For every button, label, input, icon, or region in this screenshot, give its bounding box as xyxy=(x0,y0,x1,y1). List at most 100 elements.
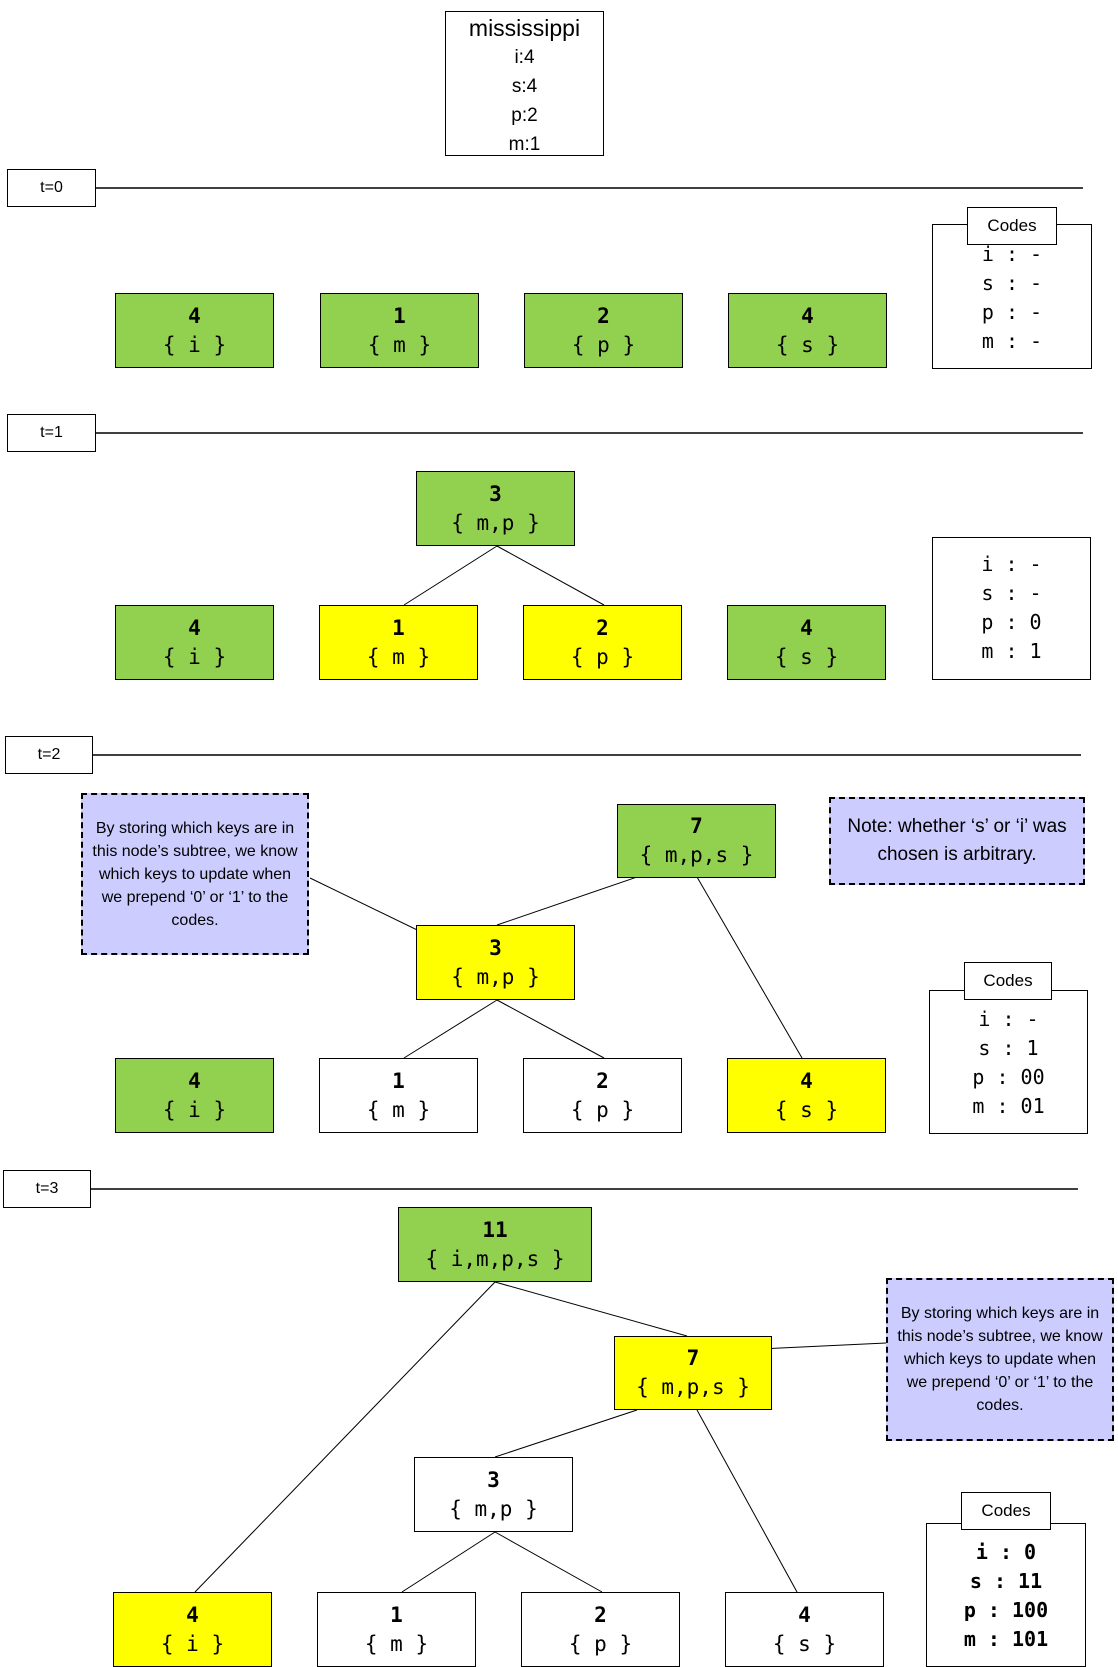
node-count: 3 xyxy=(487,1467,500,1492)
t0-codes-box: i : - s : - p : - m : - xyxy=(932,224,1092,369)
step-label-t3: t=3 xyxy=(3,1170,91,1208)
node-keys: { i } xyxy=(162,644,227,669)
t2-codes-label: Codes xyxy=(964,962,1052,1000)
t2-codes-box: i : - s : 1 p : 00 m : 01 xyxy=(929,990,1088,1134)
code-row-p: p : - xyxy=(981,300,1043,324)
t1-node-p: 2 { p } xyxy=(523,605,682,680)
step-label-t2: t=2 xyxy=(5,736,93,774)
t3-node-mps: 7 { m,p,s } xyxy=(614,1336,772,1410)
t3-node-m: 1 { m } xyxy=(317,1592,476,1667)
code-row-p: p : 100 xyxy=(963,1598,1049,1622)
t0-codes-label: Codes xyxy=(967,207,1057,245)
code-row-i: i : - xyxy=(981,242,1043,266)
t0-node-s: 4 { s } xyxy=(728,293,887,368)
code-row-s: s : - xyxy=(981,271,1043,295)
node-keys: { m,p } xyxy=(449,1496,538,1521)
node-keys: { m } xyxy=(366,644,431,669)
freq-s: s:4 xyxy=(511,76,538,97)
node-count: 4 xyxy=(188,615,201,640)
node-count: 3 xyxy=(489,481,502,506)
node-count: 2 xyxy=(596,615,609,640)
node-keys: { s } xyxy=(775,332,840,357)
t2-node-m: 1 { m } xyxy=(319,1058,478,1133)
node-count: 1 xyxy=(392,615,405,640)
t0-node-p: 2 { p } xyxy=(524,293,683,368)
node-count: 2 xyxy=(596,1068,609,1093)
code-row-s: s : 11 xyxy=(969,1569,1043,1593)
code-row-m: m : 01 xyxy=(972,1094,1045,1118)
t1-codes-box: i : - s : - p : 0 m : 1 xyxy=(932,537,1091,680)
edge-t1-parent-p xyxy=(496,545,605,606)
code-row-s: s : 1 xyxy=(978,1036,1039,1060)
step-label-t1: t=1 xyxy=(7,414,96,452)
code-row-p: p : 00 xyxy=(972,1065,1045,1089)
t3-codes-label: Codes xyxy=(961,1492,1051,1530)
node-keys: { m,p } xyxy=(451,964,540,989)
code-row-m: m : - xyxy=(981,329,1043,353)
step-label-t0: t=0 xyxy=(7,169,96,207)
t3-node-mp: 3 { m,p } xyxy=(414,1457,573,1532)
t2-note-arbitrary: Note: whether ‘s’ or ‘i’ was chosen is a… xyxy=(829,797,1085,885)
code-row-m: m : 101 xyxy=(963,1627,1049,1651)
code-row-m: m : 1 xyxy=(981,639,1042,663)
freq-p: p:2 xyxy=(511,105,538,126)
node-keys: { m,p } xyxy=(451,510,540,535)
node-count: 4 xyxy=(801,303,814,328)
node-count: 4 xyxy=(800,615,813,640)
t2-node-mps: 7 { m,p,s } xyxy=(617,804,776,878)
edge-t3-mid-low xyxy=(494,1409,638,1458)
node-count: 7 xyxy=(686,1346,700,1370)
code-row-i: i : - xyxy=(978,1007,1039,1031)
node-keys: { i } xyxy=(160,1631,225,1656)
node-count: 4 xyxy=(188,303,201,328)
t2-note-subtree: By storing which keys are in this node’s… xyxy=(81,793,309,955)
edge-t2-mid-m xyxy=(403,999,498,1059)
edge-t3-low-p xyxy=(494,1531,603,1593)
node-count: 1 xyxy=(390,1602,403,1627)
node-keys: { m,p,s } xyxy=(636,1375,750,1399)
t0-node-i: 4 { i } xyxy=(115,293,274,368)
code-row-i: i : - xyxy=(981,552,1042,576)
node-count: 4 xyxy=(188,1068,201,1093)
node-keys: { m } xyxy=(364,1631,429,1656)
code-row-s: s : - xyxy=(981,581,1042,605)
t1-node-mp: 3 { m,p } xyxy=(416,471,575,546)
node-count: 2 xyxy=(597,303,610,328)
t2-node-s: 4 { s } xyxy=(727,1058,886,1133)
node-count: 4 xyxy=(800,1068,813,1093)
node-count: 11 xyxy=(482,1217,508,1242)
node-keys: { s } xyxy=(774,644,839,669)
edge-t3-root-i xyxy=(194,1281,496,1593)
node-keys: { s } xyxy=(774,1097,839,1122)
code-row-i: i : 0 xyxy=(975,1540,1037,1564)
t1-node-s: 4 { s } xyxy=(727,605,886,680)
edge-t1-parent-m xyxy=(403,545,498,606)
node-count: 1 xyxy=(392,1068,405,1093)
node-keys: { i,m,p,s } xyxy=(425,1246,565,1271)
input-word: mississippi xyxy=(468,15,581,41)
node-count: 1 xyxy=(393,303,406,328)
node-count: 7 xyxy=(690,814,703,838)
t2-node-i: 4 { i } xyxy=(115,1058,274,1133)
freq-m: m:1 xyxy=(508,134,541,155)
node-keys: { i } xyxy=(162,1097,227,1122)
t3-node-p: 2 { p } xyxy=(521,1592,680,1667)
node-count: 4 xyxy=(798,1602,811,1627)
edge-t3-root-mid xyxy=(494,1281,688,1337)
t2-node-mp: 3 { m,p } xyxy=(416,925,575,1000)
node-count: 4 xyxy=(186,1602,199,1627)
node-keys: { p } xyxy=(571,332,636,357)
t3-note-subtree: By storing which keys are in this node’s… xyxy=(886,1278,1114,1441)
code-row-p: p : 0 xyxy=(981,610,1042,634)
input-frequency-box: mississippi i:4 s:4 p:2 m:1 xyxy=(445,11,604,156)
t1-node-i: 4 { i } xyxy=(115,605,274,680)
t2-node-p: 2 { p } xyxy=(523,1058,682,1133)
edge-t2-mid-p xyxy=(496,999,605,1059)
edge-t3-mid-s xyxy=(696,1409,798,1593)
node-keys: { m } xyxy=(366,1097,431,1122)
t0-node-m: 1 { m } xyxy=(320,293,479,368)
t3-node-i: 4 { i } xyxy=(113,1592,272,1667)
node-keys: { p } xyxy=(568,1631,633,1656)
